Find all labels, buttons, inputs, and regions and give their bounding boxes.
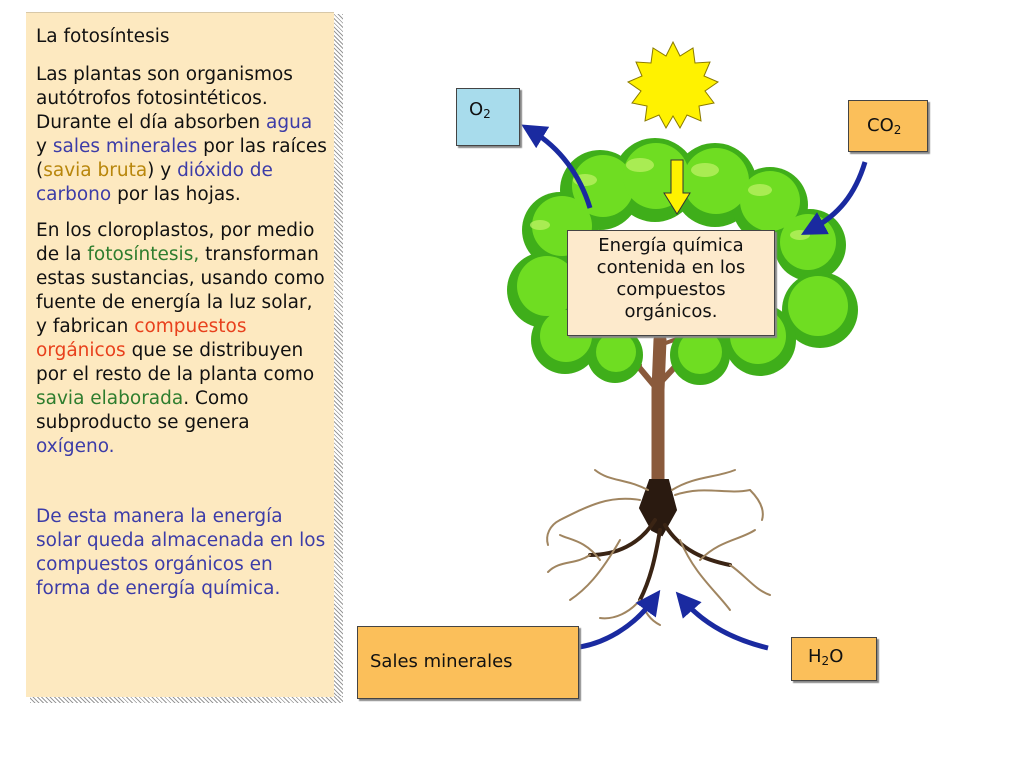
o2-arrow-icon — [521, 124, 593, 209]
minerals-arrow-icon — [571, 589, 661, 651]
text: H — [808, 646, 822, 667]
tree-canopy — [507, 138, 858, 385]
panel-title: La fotosíntesis — [36, 26, 170, 47]
carbon-dioxide-label: CO2 — [848, 100, 928, 152]
term-oxigeno: oxígeno. — [36, 436, 115, 457]
subscript: 2 — [821, 654, 830, 668]
term-savia-bruta: savia bruta — [43, 160, 148, 181]
text: y — [36, 136, 53, 157]
text: que se distribuyen por el resto de la pl… — [36, 340, 315, 385]
term-agua: agua — [266, 112, 313, 133]
water-label: H2O — [791, 637, 877, 681]
text: transforman estas sustancias, usando com… — [36, 244, 325, 337]
term-fotosintesis: fotosíntesis, — [87, 244, 200, 265]
water-arrow-icon — [675, 591, 769, 651]
oxygen-label: O2 — [456, 88, 520, 146]
sun-icon — [626, 40, 720, 130]
text-panel: La fotosíntesis Las plantas son organism… — [26, 12, 334, 697]
text: Las plantas son organismos autótrofos fo… — [36, 64, 293, 133]
text: CO — [867, 115, 894, 136]
panel-shadow — [334, 14, 343, 698]
text: O — [829, 646, 844, 667]
text: . Como subproducto se genera — [36, 388, 250, 433]
panel-shadow — [30, 696, 343, 703]
text: por las hojas. — [111, 184, 241, 205]
text: O — [469, 99, 484, 120]
term-savia-elaborada: savia elaborada — [36, 388, 184, 409]
term-sales-minerales: sales minerales — [52, 136, 198, 157]
term-compuestos-organicos: compuestos orgánicos — [36, 316, 247, 361]
text: por las raíces ( — [36, 136, 327, 181]
co2-arrow-icon — [800, 161, 868, 235]
mineral-salts-label: Sales minerales — [357, 626, 579, 699]
paragraph-absorption: Las plantas son organismos autótrofos fo… — [36, 63, 328, 207]
term-dioxido-carbono: dióxido de carbono — [36, 160, 273, 205]
subscript: 2 — [893, 123, 902, 137]
paragraph-conclusion: De esta manera la energía solar queda al… — [36, 506, 326, 599]
text: En los cloroplastos, por medio de la — [36, 220, 315, 265]
flow-arrows — [521, 124, 868, 651]
chemical-energy-label: Energía química contenida en los compues… — [567, 230, 775, 336]
text: ) y — [147, 160, 178, 181]
paragraph-process: En los cloroplastos, por medio de la fot… — [36, 219, 328, 459]
tree-roots — [546, 469, 771, 626]
subscript: 2 — [483, 107, 491, 121]
sunlight-arrow-icon — [663, 159, 691, 215]
